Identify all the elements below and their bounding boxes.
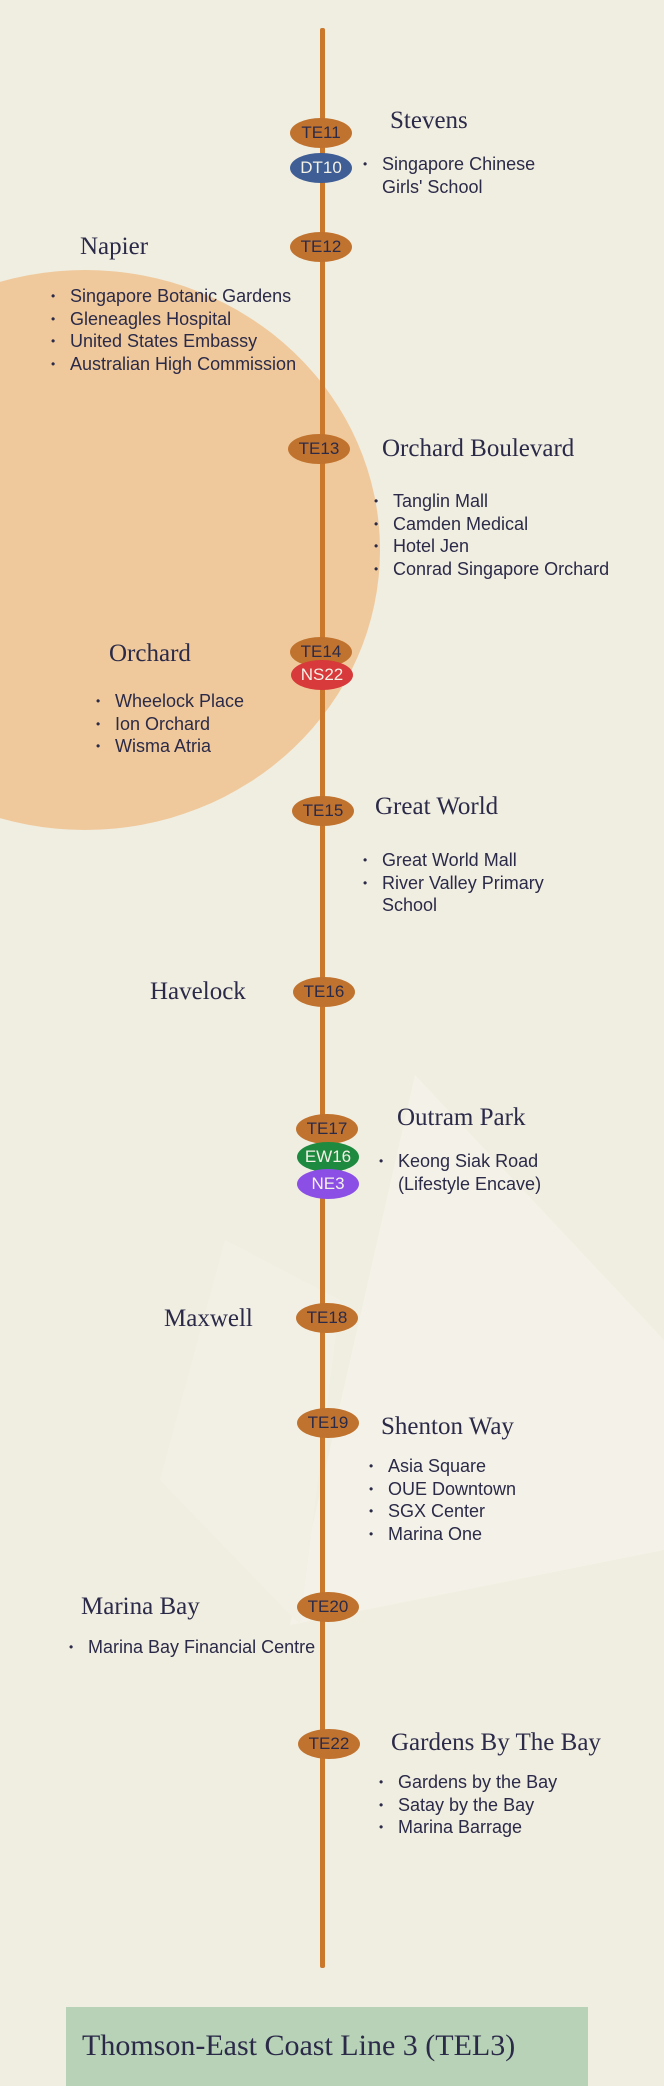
station-code-badge: NS22 (291, 660, 353, 690)
station-name: Maxwell (164, 1305, 253, 1332)
station-code-badge: TE17 (296, 1114, 358, 1144)
poi-list: Gardens by the BaySatay by the BayMarina… (378, 1771, 638, 1839)
station-code-badge: DT10 (290, 153, 352, 183)
poi-list: Marina Bay Financial Centre (68, 1636, 338, 1659)
station-name: Napier (80, 233, 149, 260)
station-code-badge: TE13 (288, 434, 350, 464)
poi-item: Asia Square (369, 1455, 588, 1478)
poi-item: Marina Barrage (379, 1816, 638, 1839)
poi-list: Singapore Chinese Girls' School (362, 153, 572, 198)
poi-item: Singapore Chinese Girls' School (363, 153, 572, 198)
poi-item: Ion Orchard (96, 713, 315, 736)
poi-item: United States Embassy (51, 330, 320, 353)
station-name: Orchard Boulevard (382, 435, 575, 462)
poi-item: Wheelock Place (96, 690, 315, 713)
station-code-badge: TE15 (292, 796, 354, 826)
station-name: Gardens By The Bay (391, 1729, 601, 1756)
station-code-badge: TE22 (298, 1729, 360, 1759)
station-code-badge: EW16 (297, 1142, 359, 1172)
station-code-badge: TE18 (296, 1303, 358, 1333)
station-code-badge: TE12 (290, 232, 352, 262)
poi-item: Camden Medical (374, 513, 613, 536)
poi-item: Marina Bay Financial Centre (69, 1636, 338, 1659)
poi-list: Singapore Botanic GardensGleneagles Hosp… (50, 285, 320, 375)
station-name: Havelock (150, 978, 246, 1005)
footer-banner: Thomson-East Coast Line 3 (TEL3) (66, 2007, 588, 2086)
poi-list: Keong Siak Road (Lifestyle Encave) (378, 1150, 608, 1195)
poi-item: Gleneagles Hospital (51, 308, 320, 331)
station-name: Orchard (109, 640, 191, 667)
poi-item: River Valley Primary School (363, 872, 592, 917)
station-name: Shenton Way (381, 1413, 514, 1440)
poi-item: Marina One (369, 1523, 588, 1546)
poi-item: Conrad Singapore Orchard (374, 558, 613, 581)
station-code-badge: NE3 (297, 1169, 359, 1199)
station-name: Great World (375, 793, 499, 820)
poi-item: SGX Center (369, 1500, 588, 1523)
poi-item: Wisma Atria (96, 735, 315, 758)
station-name: Stevens (390, 107, 468, 134)
poi-item: OUE Downtown (369, 1478, 588, 1501)
poi-item: Gardens by the Bay (379, 1771, 638, 1794)
station-code-badge: TE11 (290, 118, 352, 148)
poi-list: Asia SquareOUE DowntownSGX CenterMarina … (368, 1455, 588, 1545)
station-code-badge: TE20 (297, 1592, 359, 1622)
poi-item: Great World Mall (363, 849, 592, 872)
station-name: Marina Bay (81, 1593, 200, 1620)
poi-list: Wheelock PlaceIon OrchardWisma Atria (95, 690, 315, 758)
station-code-badge: TE19 (297, 1408, 359, 1438)
line-title: Thomson-East Coast Line 3 (TEL3) (82, 2029, 516, 2062)
station-code-badge: TE16 (293, 977, 355, 1007)
poi-item: Satay by the Bay (379, 1794, 638, 1817)
poi-list: Great World MallRiver Valley Primary Sch… (362, 849, 592, 917)
poi-item: Australian High Commission (51, 353, 320, 376)
poi-list: Tanglin MallCamden MedicalHotel JenConra… (373, 490, 613, 580)
station-name: Outram Park (397, 1104, 526, 1131)
station-code-badge: TE14 (290, 637, 352, 667)
poi-item: Tanglin Mall (374, 490, 613, 513)
poi-item: Hotel Jen (374, 535, 613, 558)
poi-item: Keong Siak Road (Lifestyle Encave) (379, 1150, 608, 1195)
poi-item: Singapore Botanic Gardens (51, 285, 320, 308)
